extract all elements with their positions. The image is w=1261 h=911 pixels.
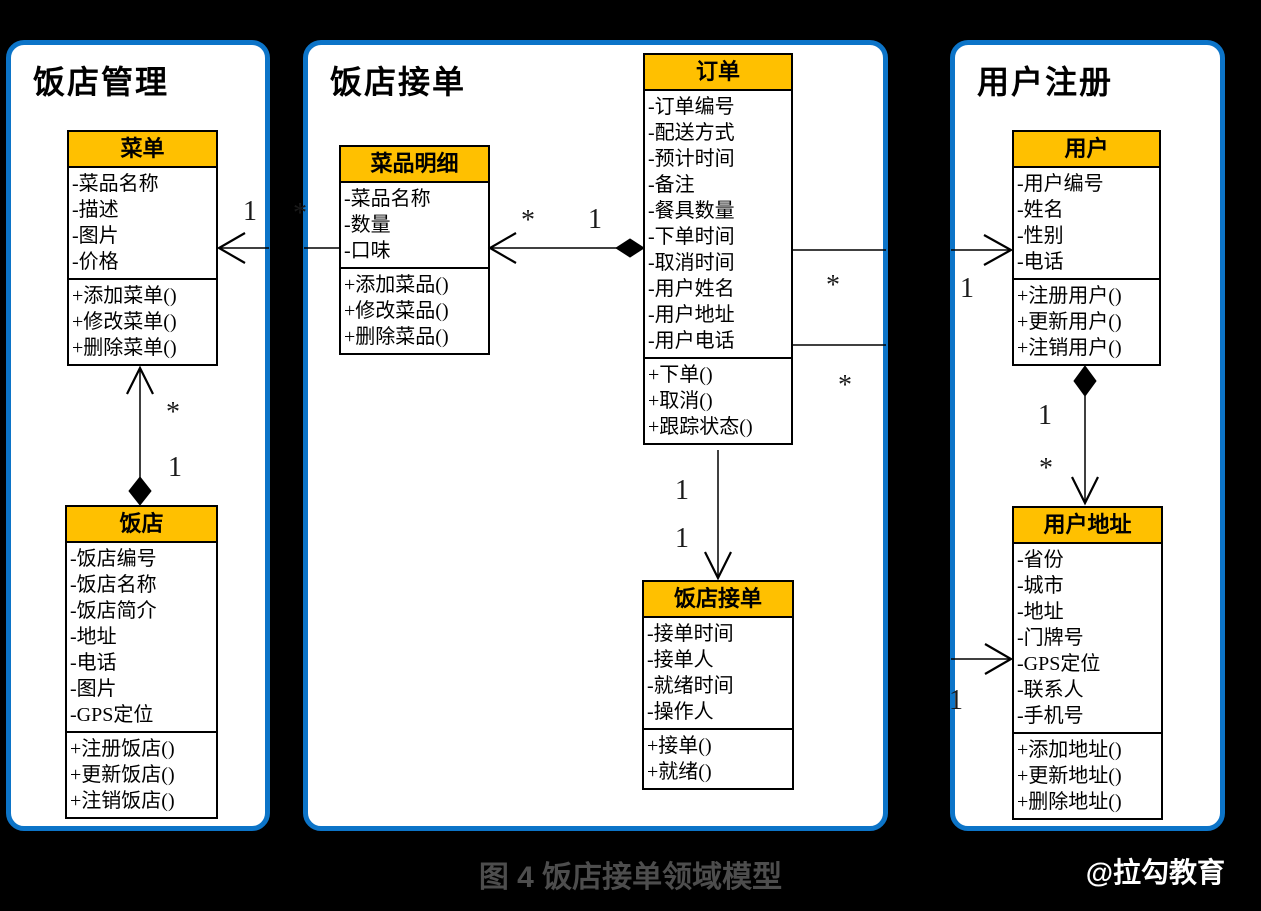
attribute: -饭店名称 bbox=[70, 574, 157, 596]
attribute: -电话 bbox=[70, 652, 117, 674]
attribute: -备注 bbox=[648, 174, 695, 196]
method: +就绪() bbox=[647, 761, 712, 783]
methods-section: +注册饭店() +更新饭店() +注销饭店() bbox=[67, 731, 216, 817]
class-box-user: 用户 -用户编号 -姓名 -性别 -电话 +注册用户() +更新用户() +注销… bbox=[1012, 130, 1161, 366]
methods-section: +接单() +就绪() bbox=[644, 728, 792, 788]
method: +添加地址() bbox=[1017, 739, 1122, 761]
method: +跟踪状态() bbox=[648, 416, 753, 438]
class-name: 菜品明细 bbox=[341, 147, 488, 183]
attribute: -菜品名称 bbox=[72, 173, 159, 195]
watermark-text: @拉勾教育 bbox=[1085, 857, 1225, 888]
attribute: -手机号 bbox=[1017, 705, 1084, 727]
attribute: -省份 bbox=[1017, 549, 1064, 571]
attributes-section: -接单时间 -接单人 -就绪时间 -操作人 bbox=[644, 618, 792, 728]
attribute: -用户电话 bbox=[648, 330, 735, 352]
attribute: -取消时间 bbox=[648, 252, 735, 274]
attribute: -就绪时间 bbox=[647, 675, 734, 697]
class-box-restaurant: 饭店 -饭店编号 -饭店名称 -饭店简介 -地址 -电话 -图片 -GPS定位 … bbox=[65, 505, 218, 819]
method: +添加菜单() bbox=[72, 285, 177, 307]
method: +接单() bbox=[647, 735, 712, 757]
class-name: 用户地址 bbox=[1014, 508, 1161, 544]
attribute: -预计时间 bbox=[648, 148, 735, 170]
attributes-section: -菜品名称 -描述 -图片 -价格 bbox=[69, 168, 216, 278]
attributes-section: -饭店编号 -饭店名称 -饭店简介 -地址 -电话 -图片 -GPS定位 bbox=[67, 543, 216, 731]
attributes-section: -用户编号 -姓名 -性别 -电话 bbox=[1014, 168, 1159, 278]
package-title: 饭店接单 bbox=[330, 64, 467, 100]
attribute: -地址 bbox=[1017, 601, 1064, 623]
class-box-user-address: 用户地址 -省份 -城市 -地址 -门牌号 -GPS定位 -联系人 -手机号 +… bbox=[1012, 506, 1163, 820]
attribute: -性别 bbox=[1017, 225, 1064, 247]
class-box-order: 订单 -订单编号 -配送方式 -预计时间 -备注 -餐具数量 -下单时间 -取消… bbox=[643, 53, 793, 445]
class-box-restaurant-accept: 饭店接单 -接单时间 -接单人 -就绪时间 -操作人 +接单() +就绪() bbox=[642, 580, 794, 790]
method: +注册饭店() bbox=[70, 738, 175, 760]
attribute: -饭店编号 bbox=[70, 548, 157, 570]
method: +更新用户() bbox=[1017, 311, 1122, 333]
attributes-section: -菜品名称 -数量 -口味 bbox=[341, 183, 488, 267]
attribute: -用户地址 bbox=[648, 304, 735, 326]
class-name: 订单 bbox=[645, 55, 791, 91]
attribute: -操作人 bbox=[647, 701, 714, 723]
class-box-menu: 菜单 -菜品名称 -描述 -图片 -价格 +添加菜单() +修改菜单() +删除… bbox=[67, 130, 218, 366]
attribute: -配送方式 bbox=[648, 122, 735, 144]
attribute: -饭店简介 bbox=[70, 600, 157, 622]
attribute: -电话 bbox=[1017, 251, 1064, 273]
attribute: -用户姓名 bbox=[648, 278, 735, 300]
attribute: -餐具数量 bbox=[648, 200, 735, 222]
methods-section: +添加地址() +更新地址() +删除地址() bbox=[1014, 732, 1161, 818]
method: +注册用户() bbox=[1017, 285, 1122, 307]
attribute: -姓名 bbox=[1017, 199, 1064, 221]
method: +下单() bbox=[648, 364, 713, 386]
attribute: -用户编号 bbox=[1017, 173, 1104, 195]
class-name: 用户 bbox=[1014, 132, 1159, 168]
class-name: 菜单 bbox=[69, 132, 216, 168]
attributes-section: -订单编号 -配送方式 -预计时间 -备注 -餐具数量 -下单时间 -取消时间 … bbox=[645, 91, 791, 357]
attribute: -GPS定位 bbox=[1017, 653, 1101, 675]
attributes-section: -省份 -城市 -地址 -门牌号 -GPS定位 -联系人 -手机号 bbox=[1014, 544, 1161, 732]
package-title: 饭店管理 bbox=[33, 64, 170, 100]
method: +注销饭店() bbox=[70, 790, 175, 812]
attribute: -图片 bbox=[70, 678, 117, 700]
methods-section: +添加菜品() +修改菜品() +删除菜品() bbox=[341, 267, 488, 353]
methods-section: +注册用户() +更新用户() +注销用户() bbox=[1014, 278, 1159, 364]
method: +删除菜品() bbox=[344, 326, 449, 348]
attribute: -口味 bbox=[344, 240, 391, 262]
method: +添加菜品() bbox=[344, 274, 449, 296]
attribute: -图片 bbox=[72, 225, 119, 247]
figure-caption: 图 4 饭店接单领域模型 bbox=[478, 861, 783, 894]
attribute: -地址 bbox=[70, 626, 117, 648]
method: +更新地址() bbox=[1017, 765, 1122, 787]
method: +取消() bbox=[648, 390, 713, 412]
method: +修改菜单() bbox=[72, 311, 177, 333]
attribute: -数量 bbox=[344, 214, 391, 236]
method: +更新饭店() bbox=[70, 764, 175, 786]
method: +注销用户() bbox=[1017, 337, 1122, 359]
attribute: -接单时间 bbox=[647, 623, 734, 645]
attribute: -联系人 bbox=[1017, 679, 1084, 701]
method: +删除地址() bbox=[1017, 791, 1122, 813]
attribute: -订单编号 bbox=[648, 96, 735, 118]
method: +修改菜品() bbox=[344, 300, 449, 322]
attribute: -描述 bbox=[72, 199, 119, 221]
attribute: -GPS定位 bbox=[70, 704, 154, 726]
method: +删除菜单() bbox=[72, 337, 177, 359]
attribute: -菜品名称 bbox=[344, 188, 431, 210]
class-name: 饭店接单 bbox=[644, 582, 792, 618]
class-name: 饭店 bbox=[67, 507, 216, 543]
methods-section: +下单() +取消() +跟踪状态() bbox=[645, 357, 791, 443]
attribute: -接单人 bbox=[647, 649, 714, 671]
attribute: -城市 bbox=[1017, 575, 1064, 597]
methods-section: +添加菜单() +修改菜单() +删除菜单() bbox=[69, 278, 216, 364]
attribute: -门牌号 bbox=[1017, 627, 1084, 649]
class-box-dish-detail: 菜品明细 -菜品名称 -数量 -口味 +添加菜品() +修改菜品() +删除菜品… bbox=[339, 145, 490, 355]
attribute: -价格 bbox=[72, 251, 119, 273]
attribute: -下单时间 bbox=[648, 226, 735, 248]
package-title: 用户注册 bbox=[977, 64, 1114, 100]
